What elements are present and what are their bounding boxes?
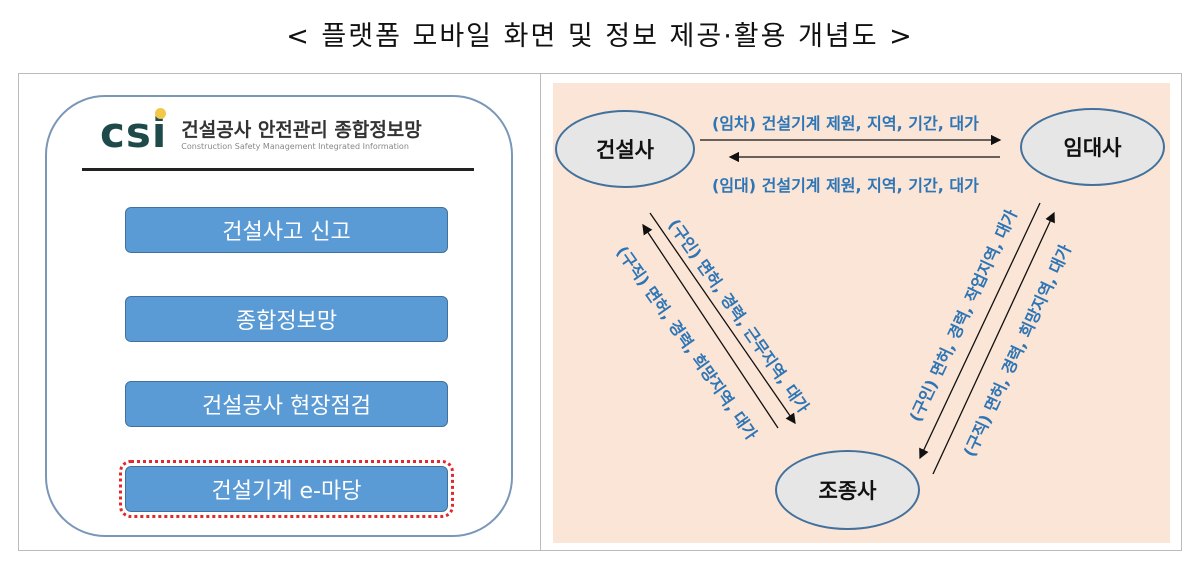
- logo-mark: csi: [100, 108, 168, 157]
- logo-underline: [82, 168, 474, 171]
- logo-title: 건설공사 안전관리 종합정보망: [181, 118, 422, 141]
- accident-report-button[interactable]: 건설사고 신고: [125, 207, 448, 253]
- info-network-button[interactable]: 종합정보망: [125, 296, 448, 342]
- divider: [540, 73, 541, 551]
- logo-dot-icon: [155, 108, 167, 119]
- node-operator: 조종사: [775, 450, 920, 530]
- node-lessor: 임대사: [1020, 108, 1165, 186]
- edge-label-lease-in: (임차) 건설기계 제원, 지역, 기간, 대가: [712, 114, 979, 133]
- edge-label-lease-out: (임대) 건설기계 제원, 지역, 기간, 대가: [712, 176, 979, 195]
- figure-frame: [18, 73, 1182, 551]
- page-title: < 플랫폼 모바일 화면 및 정보 제공·활용 개념도 >: [286, 21, 914, 52]
- machinery-emadang-button[interactable]: 건설기계 e-마당: [119, 460, 454, 518]
- site-inspection-button[interactable]: 건설공사 현장점검: [125, 381, 448, 427]
- arrow-lessor-to-operator: [919, 202, 1041, 460]
- mobile-screen: [45, 95, 513, 537]
- logo-subtitle: Construction Safety Management Integrate…: [181, 141, 409, 151]
- node-builder: 건설사: [555, 110, 695, 188]
- arrow-builder-to-operator: [649, 212, 796, 425]
- csi-logo: csi 건설공사 안전관리 종합정보망 Construction Safety …: [100, 108, 422, 157]
- arrow-operator-to-lessor: [932, 211, 1055, 475]
- arrow-operator-to-builder: [642, 223, 779, 429]
